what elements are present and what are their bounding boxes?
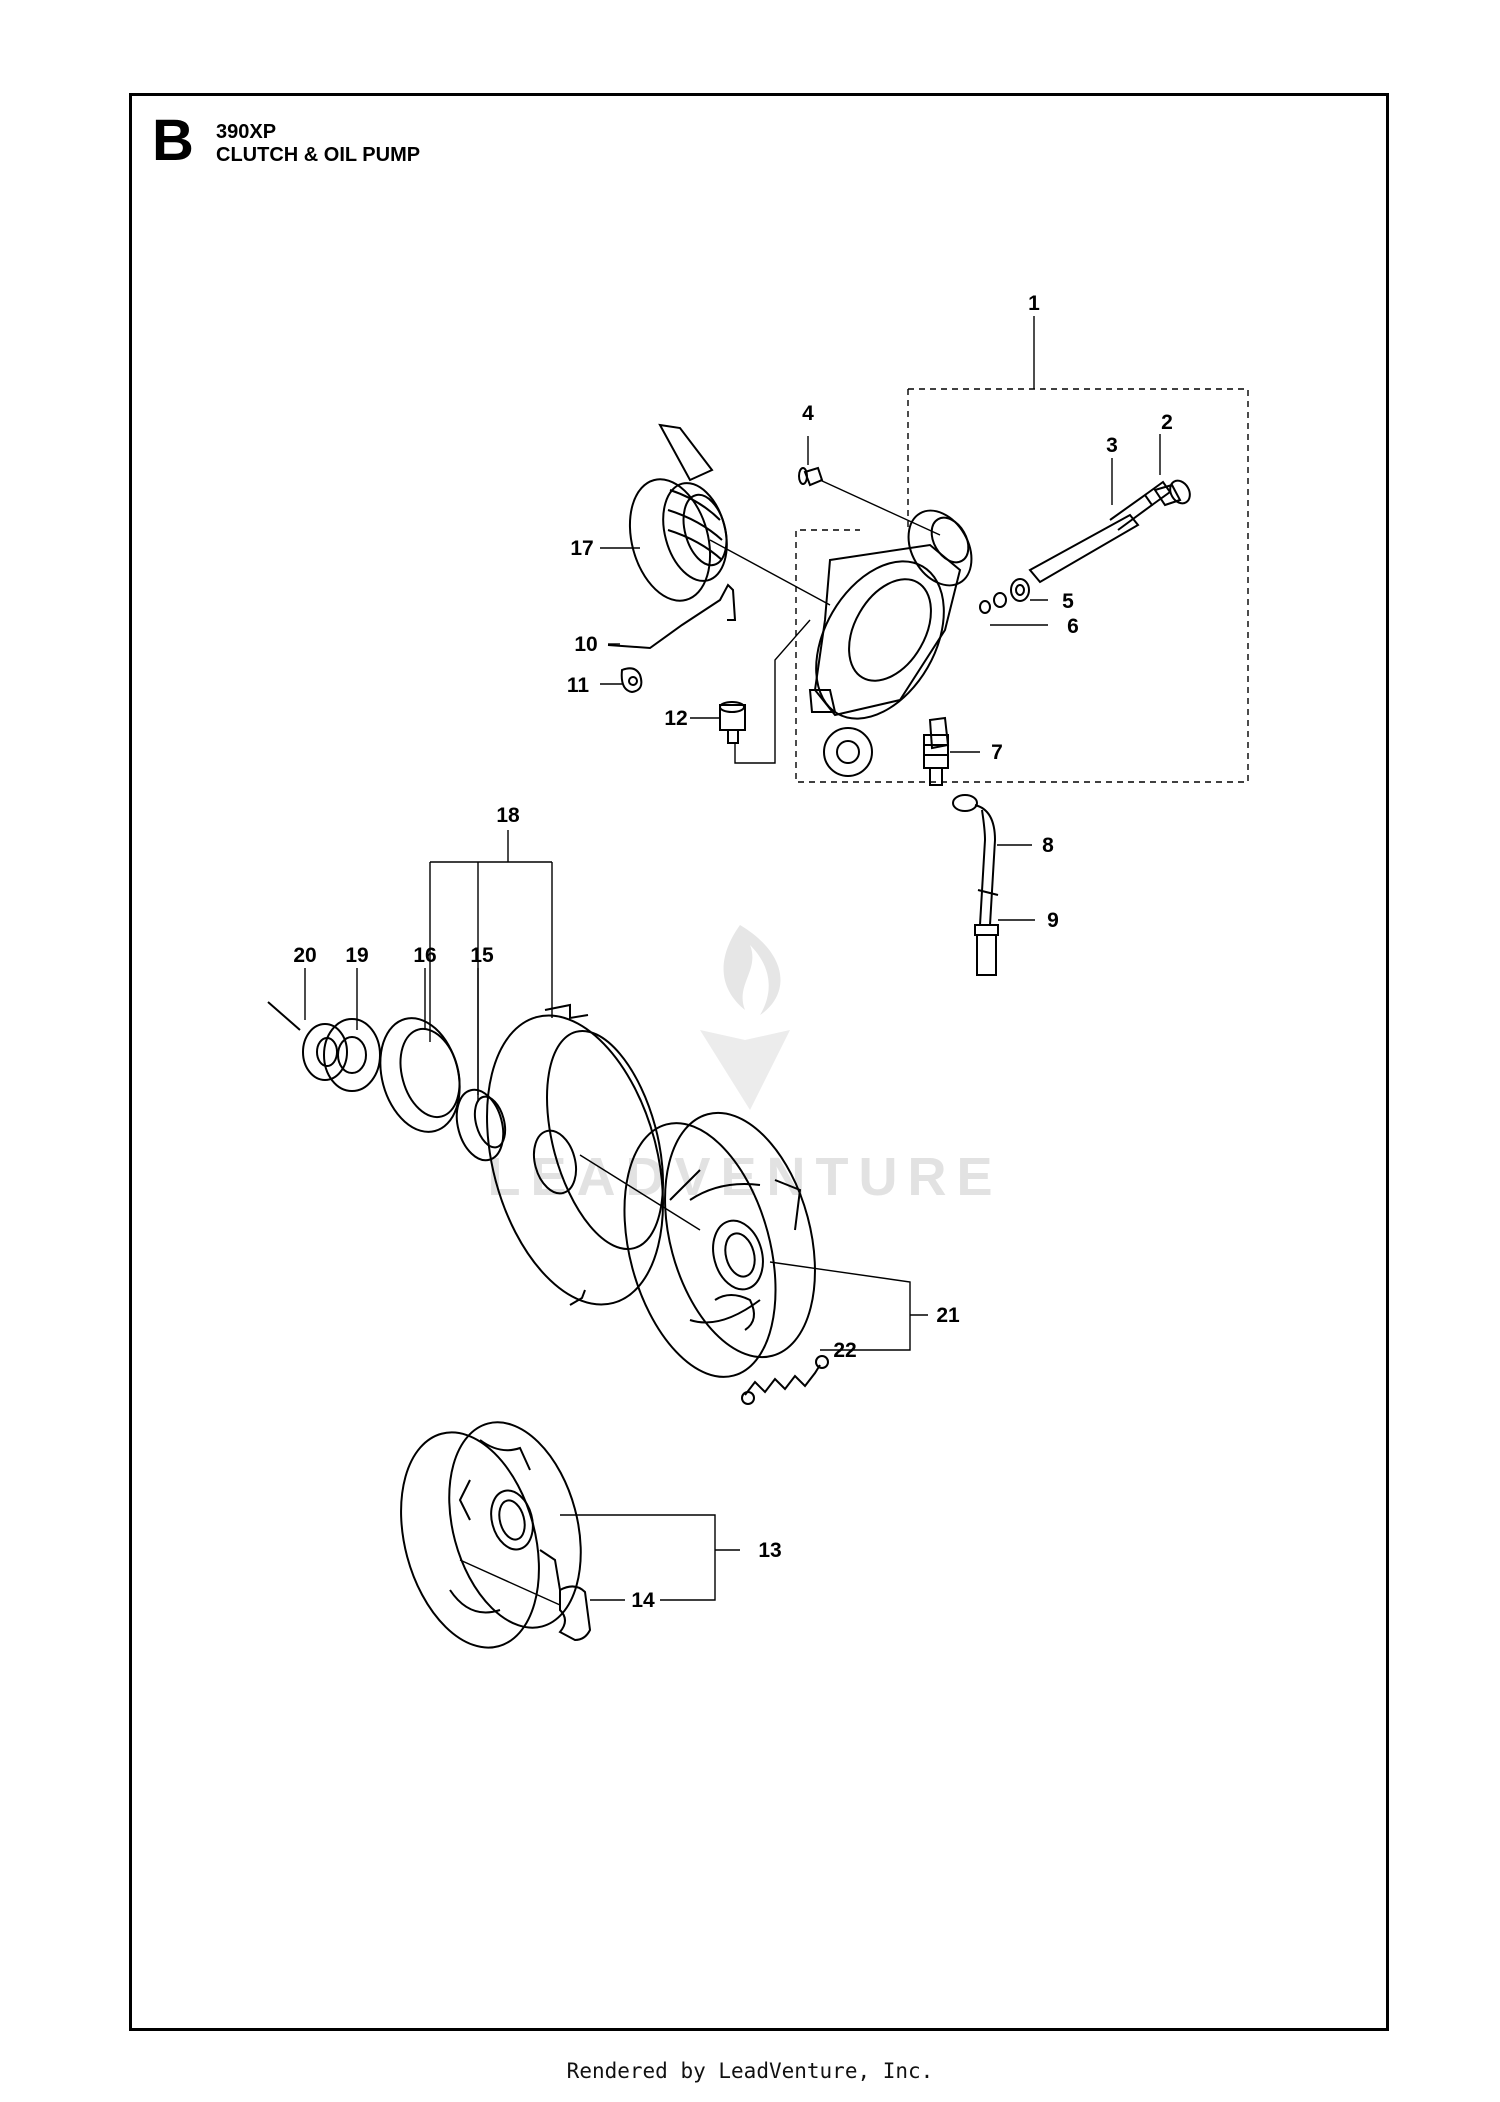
callout-14: 14 <box>631 1589 655 1612</box>
callout-18: 18 <box>496 804 520 827</box>
section-letter: B <box>152 108 194 173</box>
callout-20: 20 <box>293 944 316 967</box>
oil-pump-small-parts <box>607 583 746 744</box>
callout-19: 19 <box>345 944 368 967</box>
callout-21: 21 <box>936 1304 960 1327</box>
leader-lines <box>304 316 1161 1606</box>
callout-labels: 1 2 3 4 5 6 7 8 9 10 11 12 13 14 15 16 1… <box>293 292 1173 1612</box>
clutch-drum <box>267 1001 664 1306</box>
callout-13: 13 <box>758 1539 781 1562</box>
callout-6: 6 <box>1067 615 1079 638</box>
clutch-hub <box>400 1421 592 1649</box>
callout-5: 5 <box>1062 590 1074 613</box>
diagram-title: CLUTCH & OIL PUMP <box>216 144 421 166</box>
callout-10: 10 <box>574 633 597 656</box>
oil-hose <box>952 794 999 976</box>
callout-4: 4 <box>802 402 814 425</box>
assembly-boundary <box>795 388 1249 783</box>
callout-11: 11 <box>567 674 590 697</box>
callout-9: 9 <box>1047 909 1059 932</box>
callout-16: 16 <box>413 944 436 967</box>
watermark-logo <box>700 925 790 1110</box>
pump-shaft-parts <box>798 466 1191 786</box>
clutch-assembly <box>623 1111 816 1378</box>
callout-12: 12 <box>664 707 687 730</box>
callout-17: 17 <box>570 537 593 560</box>
oil-pump-cap-17 <box>628 423 728 602</box>
footer-credit: Rendered by LeadVenture, Inc. <box>566 2059 934 2083</box>
clutch-spring <box>741 1355 829 1405</box>
callout-1: 1 <box>1028 292 1040 315</box>
model-number: 390XP <box>216 121 277 143</box>
callout-7: 7 <box>991 741 1003 764</box>
callout-15: 15 <box>470 944 494 967</box>
callout-3: 3 <box>1106 434 1118 457</box>
callout-22: 22 <box>833 1339 856 1362</box>
callout-2: 2 <box>1161 411 1173 434</box>
callout-8: 8 <box>1042 834 1054 857</box>
oil-pump-body <box>808 509 973 777</box>
diagram-frame <box>129 93 1389 2031</box>
